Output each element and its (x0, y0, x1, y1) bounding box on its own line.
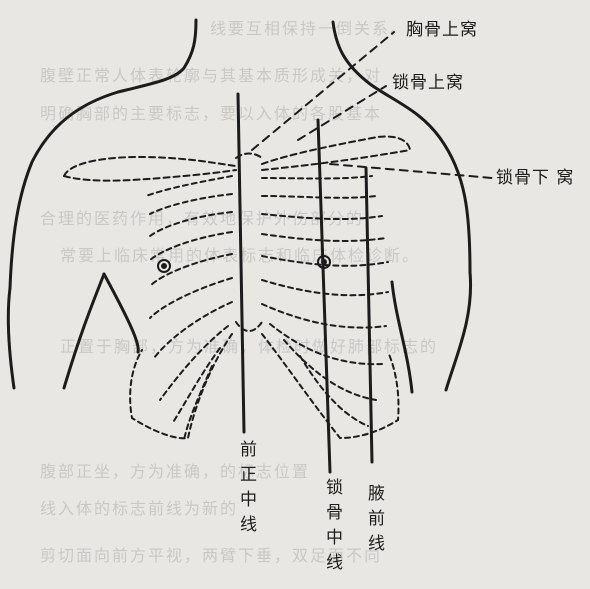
label-supraclavicular-fossa: 锁骨上窝 (392, 68, 464, 93)
left-rib-6 (150, 278, 232, 318)
right-clavicle (262, 137, 410, 165)
label-midclavicular-line: 锁骨中线 (320, 478, 345, 578)
midclavicular-line (318, 120, 330, 472)
leader-supraclavicular (298, 86, 386, 140)
left-rib-7 (154, 302, 232, 358)
left-costal-margin (130, 334, 232, 438)
left-rib-3 (150, 212, 232, 236)
left-neck-outline (10, 20, 196, 288)
label-anterior-median-line: 前正中线 (234, 440, 259, 540)
leader-suprasternal (252, 32, 394, 150)
right-arm-outline (446, 272, 471, 390)
left-pectoral-curve (104, 274, 138, 352)
right-rib-1 (262, 176, 372, 179)
left-inner-arm (64, 274, 104, 388)
label-suprasternal-fossa: 胸骨上窝 (406, 15, 478, 40)
nipples (158, 256, 330, 272)
right-costal-margin (262, 334, 399, 438)
reference-lines (238, 94, 372, 472)
rib-cage (130, 176, 398, 440)
right-clavicle-lower (262, 150, 410, 170)
left-arm-outline (8, 288, 14, 388)
right-rib-2 (262, 196, 376, 198)
left-rib-2 (150, 194, 232, 214)
right-rib-9 (284, 340, 376, 400)
anterior-median-line (238, 94, 244, 432)
clavicles (64, 137, 410, 181)
left-rib-9 (172, 348, 220, 424)
leader-infraclavicular (330, 164, 492, 178)
left-clavicle-lower (64, 170, 236, 181)
label-infraclavicular-fossa: 锁骨下 窝 (496, 163, 574, 188)
xiphoid (236, 322, 262, 331)
anterior-axillary-line (366, 168, 372, 462)
right-neck-outline (333, 22, 470, 272)
label-anterior-axillary-line: 腋前线 (362, 484, 387, 559)
